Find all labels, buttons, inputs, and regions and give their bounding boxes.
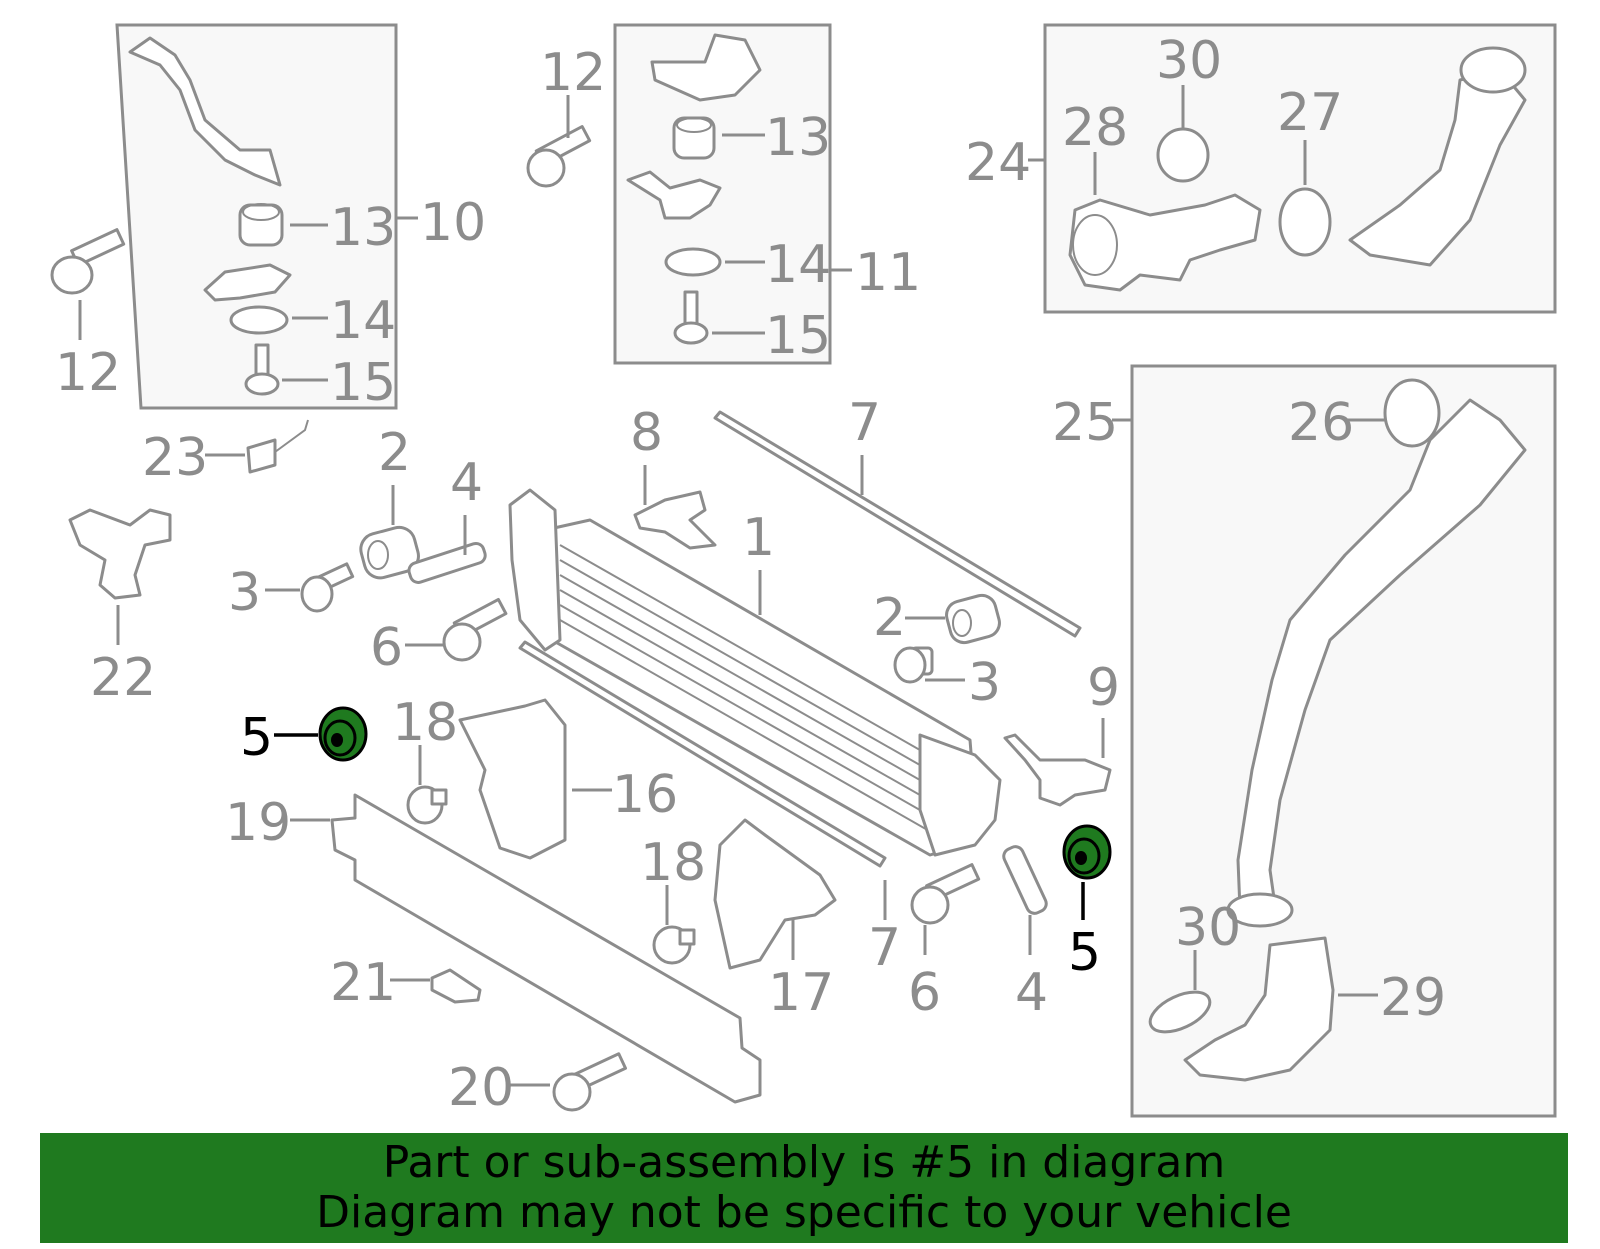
callout-4-right: 4	[1015, 963, 1048, 1023]
intake-pipe-28	[1068, 193, 1262, 292]
callout-20: 20	[448, 1058, 514, 1118]
callout-14-left: 14	[330, 291, 396, 351]
callout-18-left: 18	[392, 693, 458, 753]
callout-2-right: 2	[873, 588, 906, 648]
pin-3-right	[893, 646, 934, 684]
seal-strip-7-bottom	[518, 640, 887, 868]
callout-8: 8	[630, 403, 663, 463]
clip-21	[430, 968, 482, 1004]
rod-4-left	[407, 541, 487, 584]
bolt-6-left	[442, 597, 508, 662]
nut-5-left[interactable]	[318, 706, 368, 762]
bolt-6-right	[910, 863, 981, 925]
bushing-2-left	[359, 525, 420, 580]
air-duct-17	[713, 818, 837, 970]
callout-15-right: 15	[765, 306, 831, 366]
pin-3-left	[300, 562, 355, 613]
callout-13-left: 13	[330, 198, 396, 258]
callout-6-left: 6	[370, 618, 403, 678]
washer-14-right	[664, 247, 722, 277]
bolt-20	[552, 1052, 628, 1112]
bracket-11	[650, 33, 762, 102]
callout-12-left: 12	[55, 343, 121, 403]
bolt-12-left	[50, 228, 126, 295]
callout-6-right: 6	[908, 963, 941, 1023]
charge-pipe-25	[1236, 398, 1527, 912]
seal-ring-30-top	[1156, 127, 1210, 183]
banner-line-2: Diagram may not be specific to your vehi…	[316, 1187, 1292, 1238]
callout-30-top: 30	[1156, 31, 1222, 91]
banner-line-1: Part or sub-assembly is #5 in diagram	[382, 1137, 1226, 1188]
clip-18-right	[652, 925, 696, 965]
callout-13-right: 13	[765, 108, 831, 168]
callout-9: 9	[1087, 658, 1120, 718]
callout-17: 17	[768, 963, 834, 1023]
bolt-15-right	[673, 290, 709, 345]
callout-29: 29	[1380, 968, 1446, 1028]
callout-14-right: 14	[765, 235, 831, 295]
callout-7-bottom: 7	[868, 918, 901, 978]
callout-22: 22	[90, 648, 156, 708]
bracket-10-lower	[203, 263, 292, 302]
pipe-28-opening	[1072, 214, 1118, 276]
callout-2-left: 2	[378, 423, 411, 483]
callout-16: 16	[612, 765, 678, 825]
callout-23: 23	[142, 428, 208, 488]
callout-11: 11	[855, 243, 921, 303]
callout-28: 28	[1062, 98, 1128, 158]
callout-15-left: 15	[330, 353, 396, 413]
intercooler-1-fins	[559, 544, 956, 841]
bracket-10	[128, 36, 282, 187]
callout-18-right: 18	[640, 833, 706, 893]
bracket-8	[633, 490, 717, 550]
callout-24: 24	[965, 133, 1031, 193]
callout-3-right: 3	[968, 653, 1001, 713]
elbow-29	[1183, 936, 1335, 1082]
callout-3-left: 3	[228, 563, 261, 623]
callout-1: 1	[742, 508, 775, 568]
washer-14-left	[229, 305, 289, 335]
info-banner: Part or sub-assembly is #5 in diagram Di…	[40, 1133, 1568, 1243]
callout-4-left: 4	[450, 453, 483, 513]
panel-19	[330, 793, 762, 1104]
callout-30-bottom: 30	[1175, 898, 1241, 958]
bushing-13-left	[238, 203, 284, 247]
seal-ring-30-bottom	[1148, 990, 1212, 1034]
bushing-2-right	[945, 593, 1001, 645]
bracket-11-lower	[626, 170, 722, 220]
nut-5-right[interactable]	[1062, 824, 1112, 880]
air-duct-16	[458, 698, 567, 860]
callout-5-left: 5	[240, 708, 273, 768]
seal-strip-7-top	[713, 410, 1082, 638]
callout-19: 19	[225, 793, 291, 853]
bolt-12-right	[526, 125, 592, 188]
callout-26: 26	[1288, 393, 1354, 453]
intercooler-1-endcap-left	[508, 488, 562, 652]
callout-7-top: 7	[848, 393, 881, 453]
seal-ring-26	[1383, 378, 1441, 448]
callout-5-right: 5	[1068, 923, 1101, 983]
sensor-22	[68, 508, 172, 600]
hose-24-end	[1459, 46, 1527, 94]
callout-25: 25	[1052, 393, 1118, 453]
bushing-13-right	[672, 116, 716, 160]
cable-23-wire	[274, 419, 309, 453]
bracket-9	[1003, 733, 1112, 807]
callout-21: 21	[330, 953, 396, 1013]
callout-10: 10	[420, 193, 486, 253]
cable-23	[246, 438, 277, 474]
pipe-25-end	[1226, 892, 1294, 928]
callout-27: 27	[1277, 83, 1343, 143]
clip-18-left	[406, 785, 448, 825]
intercooler-1-endcap-right	[918, 733, 1002, 857]
bolt-15-left	[244, 343, 280, 396]
rod-4-right	[1002, 845, 1048, 915]
clamp-27	[1278, 187, 1332, 257]
callout-12-right: 12	[540, 43, 606, 103]
